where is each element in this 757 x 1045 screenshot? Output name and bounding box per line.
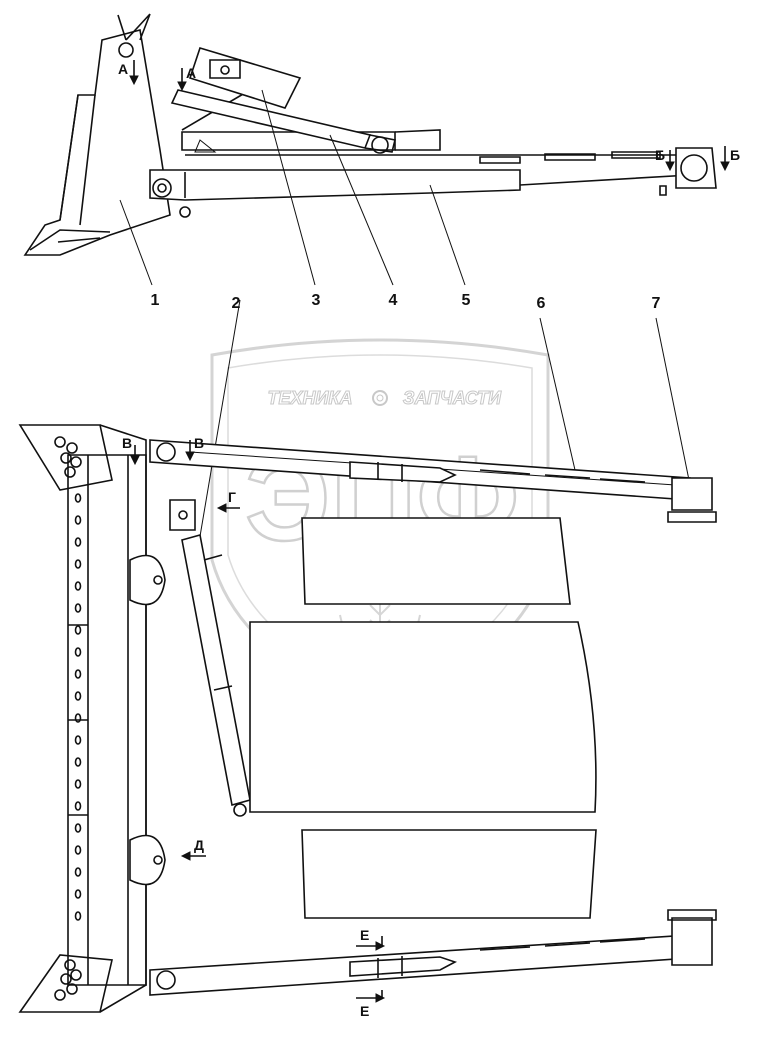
blade-hole bbox=[74, 493, 82, 503]
watermark-left-word: ТЕХНИКА bbox=[267, 388, 352, 408]
section-mark-G: Г bbox=[228, 489, 236, 505]
trunnion-plan-lower bbox=[671, 917, 713, 966]
blade-hole bbox=[74, 515, 82, 525]
blade-hole bbox=[74, 625, 82, 635]
blade-bracket-lower bbox=[129, 834, 166, 886]
watermark-right-word: ЗАПЧАСТИ bbox=[403, 388, 502, 408]
blade-hole bbox=[74, 603, 82, 613]
callout-5: 5 bbox=[462, 292, 471, 309]
callout-2: 2 bbox=[232, 295, 241, 312]
blade-hole bbox=[74, 581, 82, 591]
blade-hole bbox=[74, 779, 82, 789]
control-box bbox=[188, 47, 302, 109]
blade-hole bbox=[74, 735, 82, 745]
section-mark-B-right: Б bbox=[730, 147, 740, 163]
plan-view: В В Г Д Е Е bbox=[18, 424, 717, 1019]
callout-7: 7 bbox=[652, 295, 661, 312]
section-mark-E-bottom: Е bbox=[360, 1003, 369, 1019]
blade-corner-bolts-bottom bbox=[54, 959, 82, 1001]
callout-numbers: 1 2 3 4 5 6 7 bbox=[151, 292, 661, 312]
blade-hole bbox=[74, 691, 82, 701]
section-mark-A-left: А bbox=[118, 61, 128, 77]
blade-hole bbox=[74, 801, 82, 811]
blade-corner-bolts-top bbox=[54, 436, 82, 478]
trunnion-plan-upper bbox=[671, 477, 713, 511]
callout-1: 1 bbox=[151, 292, 160, 309]
blade-holes bbox=[74, 493, 82, 921]
side-view: А А Б Б bbox=[23, 13, 740, 256]
blade-hole bbox=[74, 911, 82, 921]
blade-hole bbox=[74, 757, 82, 767]
push-arm-lower-dashes bbox=[479, 938, 646, 951]
section-mark-V-right: В bbox=[194, 435, 204, 451]
blade-hole bbox=[74, 713, 82, 723]
callout-3: 3 bbox=[312, 292, 321, 309]
callout-4: 4 bbox=[389, 292, 398, 309]
blade-hole bbox=[74, 559, 82, 569]
callout-leaders bbox=[119, 89, 691, 561]
masked-area-3 bbox=[301, 829, 597, 919]
blade-side bbox=[23, 29, 171, 256]
section-mark-V-left: В bbox=[122, 435, 132, 451]
blade-hole bbox=[74, 823, 82, 833]
trunnion-side bbox=[675, 147, 717, 189]
callout-6: 6 bbox=[537, 295, 546, 312]
section-mark-E-top: Е bbox=[360, 927, 369, 943]
push-arm-upper-dashes bbox=[479, 469, 646, 483]
blade-bracket-upper bbox=[129, 554, 166, 606]
gear-icon bbox=[372, 390, 388, 406]
blade-hole bbox=[74, 867, 82, 877]
blade-hole bbox=[74, 669, 82, 679]
blade-hole bbox=[74, 537, 82, 547]
push-beam bbox=[149, 169, 521, 201]
section-mark-B-left: Б bbox=[655, 147, 665, 163]
blade-hole bbox=[74, 845, 82, 855]
blade-hole bbox=[74, 647, 82, 657]
masked-area-1 bbox=[301, 517, 571, 605]
section-mark-D: Д bbox=[194, 837, 204, 853]
section-mark-A-right: А bbox=[186, 65, 196, 81]
masked-area-2 bbox=[249, 621, 597, 813]
blade-hole bbox=[74, 889, 82, 899]
